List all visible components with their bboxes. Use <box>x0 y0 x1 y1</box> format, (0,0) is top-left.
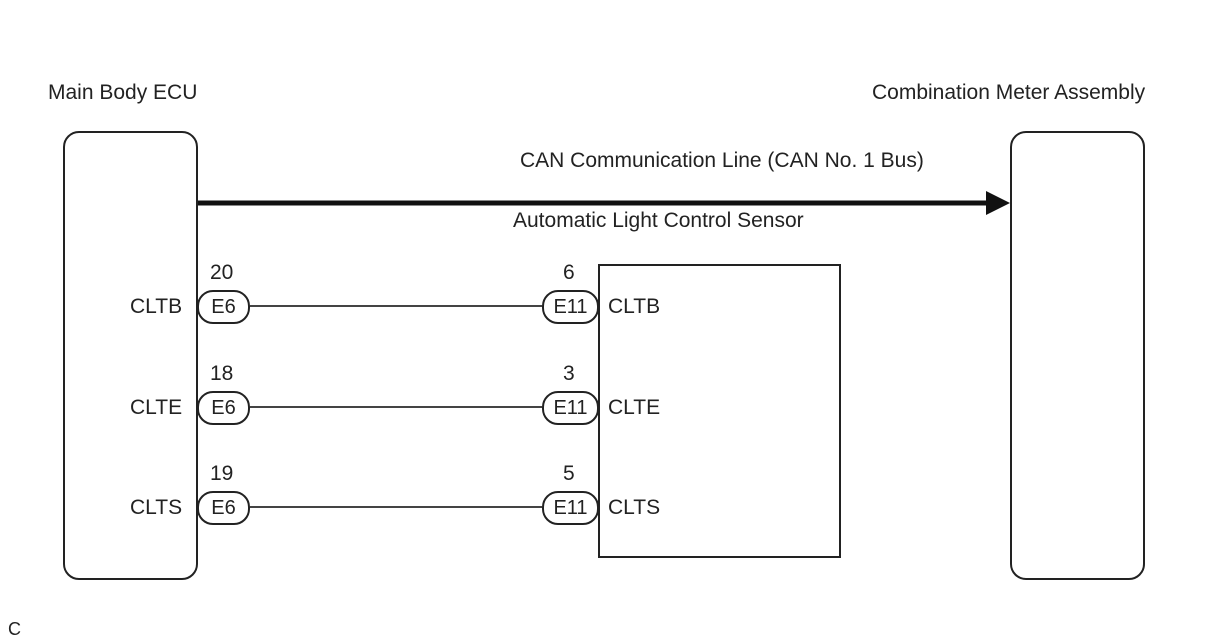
diagram-code: C <box>8 619 21 639</box>
can-bus-label: CAN Communication Line (CAN No. 1 Bus) <box>520 149 924 172</box>
right-pin-number: 6 <box>563 261 575 284</box>
left-terminal-label: CLTE <box>130 396 183 419</box>
can-bus-arrowhead <box>986 191 1010 215</box>
right-pin-number: 3 <box>563 362 575 385</box>
combination-meter-box <box>1010 131 1145 580</box>
right-terminal-label: CLTB <box>608 295 661 318</box>
main-body-ecu-box <box>63 131 198 580</box>
left-connector: E6 <box>197 290 250 324</box>
right-connector: E11 <box>542 391 599 425</box>
left-pin-number: 19 <box>210 462 234 485</box>
left-pin-number: 20 <box>210 261 234 284</box>
right-connector: E11 <box>542 290 599 324</box>
right-pin-number: 5 <box>563 462 575 485</box>
right-connector: E11 <box>542 491 599 525</box>
left-pin-number: 18 <box>210 362 234 385</box>
left-connector: E6 <box>197 491 250 525</box>
right-terminal-label: CLTS <box>608 496 661 519</box>
left-terminal-label: CLTB <box>130 295 183 318</box>
right-terminal-label: CLTE <box>608 396 661 419</box>
light-control-sensor-box <box>598 264 841 558</box>
sensor-title: Automatic Light Control Sensor <box>513 209 804 232</box>
combination-meter-title: Combination Meter Assembly <box>872 81 1146 104</box>
left-terminal-label: CLTS <box>130 496 183 519</box>
main-body-ecu-title: Main Body ECU <box>48 81 198 104</box>
left-connector: E6 <box>197 391 250 425</box>
